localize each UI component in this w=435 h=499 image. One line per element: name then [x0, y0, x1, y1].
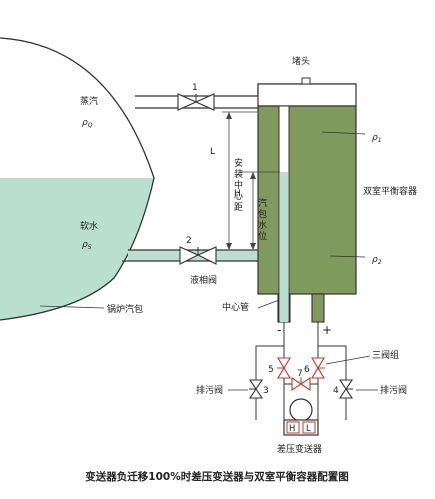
- transmitter-L-port: [302, 421, 316, 434]
- transmitter-label: 差压变送器: [277, 443, 322, 455]
- valve-2[interactable]: 2 液相阀: [179, 236, 217, 286]
- svg-text:装: 装: [234, 168, 243, 180]
- svg-text:心: 心: [234, 191, 243, 202]
- valve-5-label: 5: [268, 365, 274, 375]
- valve-5[interactable]: 5: [268, 357, 291, 379]
- valve-4[interactable]: 4: [333, 379, 354, 399]
- water-level-vertical-text: 汽 包 水 位: [258, 197, 267, 242]
- plus-sign: +: [322, 323, 332, 337]
- transmitter-H-port: [286, 421, 300, 434]
- boiler-drum: 蒸汽 ρQ 软水 ρS 锅炉汽包: [0, 37, 155, 321]
- H-label: H: [234, 189, 241, 199]
- transmitter-H-text: H: [289, 424, 295, 434]
- plug-label: 堵头: [292, 55, 310, 67]
- soft-water-label: 软水: [80, 220, 98, 232]
- valve-1[interactable]: 1: [177, 83, 215, 111]
- install-distance-vertical-text: 安 装 中 心 距: [234, 157, 243, 213]
- three-valve-group-label: 三阀组: [372, 349, 399, 361]
- svg-text:位: 位: [258, 230, 267, 242]
- rho-1-label: ρ1: [372, 133, 382, 144]
- minus-sign: -: [277, 323, 281, 337]
- svg-text:中: 中: [234, 179, 243, 191]
- valve-4-label: 4: [333, 386, 339, 396]
- dimension-L: L 安 装 中 心 距: [210, 111, 258, 251]
- double-chamber-container: 堵头 ρ1 ρ2 双室平衡容器 中心管: [222, 55, 417, 323]
- steam-label: 蒸汽: [80, 95, 98, 107]
- drain-valve-right-label: 排污阀: [380, 384, 407, 396]
- figure-caption: 变送器负迁移100%时差压变送器与双室平衡容器配置图: [85, 470, 348, 483]
- valve-6-label: 6: [304, 365, 310, 375]
- L-label: L: [210, 147, 215, 157]
- valve-7[interactable]: 7: [291, 369, 311, 392]
- double-chamber-label: 双室平衡容器: [363, 185, 417, 197]
- drain-valve-left-label: 排污阀: [196, 384, 223, 396]
- container-liquid: [257, 105, 357, 295]
- drum-label-leader: [39, 305, 105, 309]
- plug: [301, 77, 311, 85]
- valve-3-label: 3: [263, 386, 269, 396]
- dimension-H: H 汽 包 水 位: [234, 171, 280, 250]
- transmitter-head: [289, 398, 313, 422]
- valve-2-label: 2: [186, 236, 192, 246]
- outlet-plus: [311, 293, 325, 323]
- liquid-valve-label: 液相阀: [190, 274, 217, 286]
- center-tube-label: 中心管: [222, 301, 249, 313]
- drum-outline: [0, 37, 155, 321]
- valve-1-label: 1: [192, 83, 198, 93]
- drum-water: [0, 178, 154, 320]
- svg-text:距: 距: [234, 202, 243, 213]
- valve-3[interactable]: 3: [248, 379, 269, 399]
- svg-text:汽: 汽: [258, 197, 267, 209]
- dp-transmitter: H L 差压变送器: [277, 398, 322, 455]
- center-tube-water: [280, 172, 288, 322]
- svg-text:水: 水: [258, 219, 267, 231]
- rho-q-label: ρQ: [82, 118, 93, 129]
- svg-text:安: 安: [234, 157, 243, 169]
- transmitter-L-text: L: [306, 424, 311, 434]
- valve-7-label: 7: [297, 369, 303, 379]
- rho-s-label: ρS: [82, 240, 92, 251]
- valve-6[interactable]: 6: [304, 357, 325, 379]
- rho-2-label: ρ2: [372, 255, 382, 266]
- svg-text:包: 包: [258, 208, 267, 220]
- boiler-drum-label: 锅炉汽包: [107, 303, 143, 315]
